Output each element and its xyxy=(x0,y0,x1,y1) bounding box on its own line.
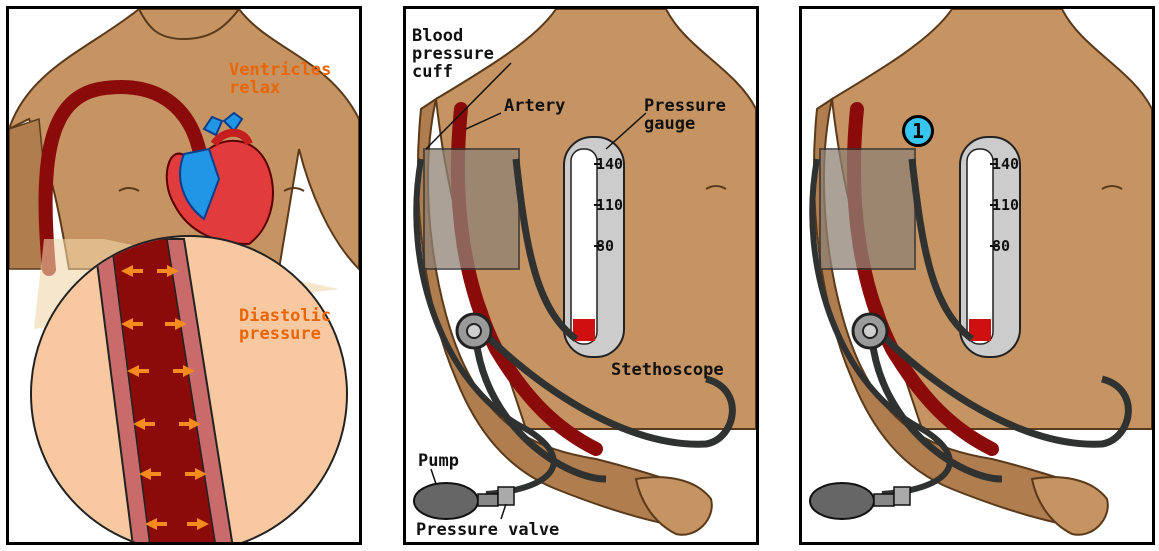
gauge-tick-110: 110 xyxy=(992,196,1019,214)
gauge-tick-140: 140 xyxy=(596,155,623,173)
label-pump: Pump xyxy=(418,452,459,470)
pump-bulb xyxy=(414,483,478,519)
gauge-tick-110: 110 xyxy=(596,196,623,214)
hand xyxy=(1032,477,1108,535)
hand xyxy=(636,477,712,535)
label-ventricles-relax: Ventricles relax xyxy=(229,61,331,97)
panel-diastolic-heart: Ventricles relax Diastolic pressure xyxy=(6,6,362,545)
leader-pump xyxy=(431,469,436,484)
pressure-valve-knob xyxy=(498,487,514,505)
bp-cuff xyxy=(820,149,915,269)
gauge-tick-80: 80 xyxy=(992,237,1010,255)
panel3-illustration: 140 110 80 xyxy=(802,9,1152,542)
label-artery: Artery xyxy=(504,97,565,115)
label-pressure-valve: Pressure valve xyxy=(416,521,559,539)
gauge-tick-80: 80 xyxy=(596,237,614,255)
panel-bp-measurement: 140 110 80 Blood pressure cuff Artery Pr… xyxy=(403,6,759,545)
gauge-tick-140: 140 xyxy=(992,155,1019,173)
bp-cuff xyxy=(424,149,519,269)
step-badge: 1 xyxy=(902,115,934,147)
pressure-gauge: 140 110 80 xyxy=(960,137,1020,357)
panel-bp-step-1: 140 110 80 1 xyxy=(799,6,1155,545)
label-blood-pressure-cuff: Blood pressure cuff xyxy=(412,27,494,81)
pump-bulb xyxy=(810,483,874,519)
label-diastolic-pressure: Diastolic pressure xyxy=(239,307,331,343)
label-stethoscope: Stethoscope xyxy=(611,361,724,379)
label-pressure-gauge: Pressure gauge xyxy=(644,97,726,133)
torso xyxy=(9,9,359,269)
pressure-gauge: 140 110 80 xyxy=(564,137,624,357)
nipple-right xyxy=(284,188,304,191)
pressure-valve-knob xyxy=(894,487,910,505)
leader-valve xyxy=(501,504,506,519)
